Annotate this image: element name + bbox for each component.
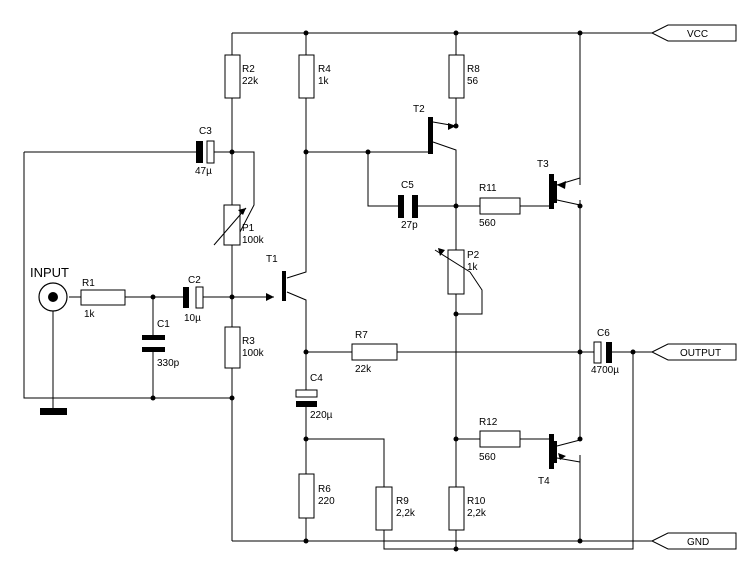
- c5-value: 27p: [401, 220, 418, 231]
- r2-ref: R2: [242, 64, 255, 75]
- wires: [23, 32, 652, 550]
- r6-ref: R6: [318, 484, 331, 495]
- ground-symbol: [40, 408, 67, 415]
- r8-ref: R8: [467, 64, 480, 75]
- potentiometer-p2: [434, 248, 471, 295]
- r6-value: 220: [318, 496, 335, 507]
- vcc-port: [650, 24, 737, 42]
- r2-value: 22k: [242, 76, 259, 87]
- t2-ref: T2: [413, 104, 425, 115]
- r1-value: 1k: [84, 309, 96, 320]
- r3-ref: R3: [242, 336, 255, 347]
- capacitor-c4: [295, 389, 318, 407]
- resistor-r6: [298, 473, 315, 519]
- potentiometer-p1: [213, 204, 247, 246]
- input-jack: [38, 282, 68, 312]
- capacitor-c6: [593, 341, 612, 364]
- transistor-t4: [549, 434, 566, 469]
- resistor-r7: [351, 343, 398, 361]
- gnd-label: GND: [687, 537, 709, 548]
- resistor-r8: [448, 54, 465, 99]
- labels: VCC OUTPUT GND INPUT R2 22k R4 1k R8 56 …: [30, 29, 721, 548]
- c1-ref: C1: [157, 319, 170, 330]
- p2-ref: P2: [467, 250, 480, 261]
- output-port: [650, 343, 737, 361]
- transistor-t2: [428, 117, 456, 154]
- vcc-label: VCC: [687, 29, 708, 40]
- resistor-r11: [479, 197, 521, 215]
- r11-value: 560: [479, 218, 496, 229]
- r10-ref: R10: [467, 496, 486, 507]
- resistor-r10: [448, 486, 465, 531]
- r7-ref: R7: [355, 330, 368, 341]
- c2-value: 10µ: [184, 313, 201, 324]
- output-label: OUTPUT: [680, 348, 721, 359]
- c4-value: 220µ: [310, 410, 333, 421]
- r7-value: 22k: [355, 364, 372, 375]
- r4-value: 1k: [318, 76, 330, 87]
- capacitor-c3: [196, 140, 215, 164]
- capacitor-c5: [398, 195, 418, 218]
- r11-ref: R11: [479, 183, 497, 194]
- p2-value: 1k: [467, 262, 479, 273]
- c3-value: 47µ: [195, 166, 212, 177]
- r10-value: 2,2k: [467, 508, 487, 519]
- capacitor-c1: [142, 335, 165, 352]
- c1-value: 330p: [157, 358, 180, 369]
- c6-ref: C6: [597, 328, 610, 339]
- junctions: [150, 30, 636, 552]
- c2-ref: C2: [188, 275, 201, 286]
- r9-ref: R9: [396, 496, 409, 507]
- resistor-r4: [298, 54, 315, 99]
- c5-ref: C5: [401, 180, 414, 191]
- resistor-r9: [375, 486, 393, 531]
- p1-value: 100k: [242, 235, 265, 246]
- transistor-t1: [266, 271, 286, 301]
- capacitor-c2: [183, 286, 204, 309]
- resistor-r2: [224, 54, 241, 99]
- t3-ref: T3: [537, 159, 549, 170]
- t1-ref: T1: [266, 254, 278, 265]
- c4-ref: C4: [310, 373, 323, 384]
- gnd-port: [650, 532, 737, 550]
- r9-value: 2,2k: [396, 508, 416, 519]
- input-label: INPUT: [30, 265, 69, 280]
- r8-value: 56: [467, 76, 479, 87]
- resistor-r12: [479, 430, 521, 448]
- p1-ref: P1: [242, 223, 255, 234]
- r1-ref: R1: [82, 278, 95, 289]
- r12-value: 560: [479, 452, 496, 463]
- r12-ref: R12: [479, 417, 498, 428]
- t4-ref: T4: [538, 476, 550, 487]
- c3-ref: C3: [199, 126, 212, 137]
- c6-value: 4700µ: [591, 365, 619, 376]
- r3-value: 100k: [242, 348, 265, 359]
- resistor-r1: [80, 289, 126, 306]
- transistor-t3: [549, 174, 566, 209]
- r4-ref: R4: [318, 64, 331, 75]
- resistor-r3: [224, 326, 241, 369]
